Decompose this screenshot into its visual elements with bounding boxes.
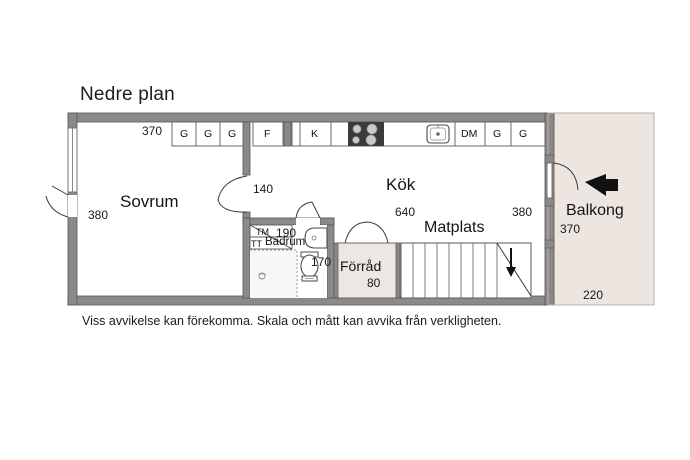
fridge-label: F [264, 128, 271, 140]
bathroom-door [295, 201, 321, 225]
toilet [300, 251, 319, 282]
balcony-door [544, 154, 579, 249]
dim-forrad-width: 80 [367, 276, 381, 290]
room-label-matplats: Matplats [424, 219, 485, 236]
fridge-unit [252, 121, 284, 147]
dim-badrum-width: 190 [276, 226, 297, 240]
bedroom-entry-door [45, 185, 77, 218]
cabinet-label-g1: G [180, 128, 189, 140]
entrance-arrow [585, 174, 618, 196]
freezer-label: K [311, 128, 319, 140]
bathroom-sink [304, 227, 328, 249]
room-label-kok: Kök [386, 175, 416, 194]
page-title: Nedre plan [80, 84, 175, 105]
dishwasher-label: DM [461, 128, 478, 140]
cabinet-label-g3: G [228, 128, 237, 140]
hall-door [217, 175, 248, 213]
dim-hall-width: 140 [253, 182, 274, 196]
dim-sovrum-top: 370 [142, 124, 163, 138]
kitchen-counter-run [291, 121, 546, 147]
staircase [400, 242, 532, 299]
washer-label: TM [256, 227, 269, 237]
dryer-label: TT [251, 239, 262, 249]
wall-nub-kitchen [283, 121, 292, 147]
room-label-sovrum: Sovrum [120, 192, 179, 211]
cabinet-run-left [171, 121, 245, 147]
cabinet-label-g5: G [519, 128, 528, 140]
dim-kok-right: 380 [512, 205, 533, 219]
shower-drain [258, 272, 266, 280]
stairs-down-arrow [506, 248, 516, 277]
bedroom-window [67, 127, 78, 193]
cabinet-label-g2: G [204, 128, 213, 140]
room-label-badrum: Badrum [265, 236, 306, 248]
cabinet-label-g4: G [493, 128, 502, 140]
balcony-glazing [546, 162, 553, 199]
dim-balkong-depth: 370 [560, 222, 581, 236]
storage-room [333, 221, 401, 299]
balcony-area [548, 113, 654, 305]
laundry-appliances [249, 224, 293, 250]
dim-kok-width: 640 [395, 205, 416, 219]
room-label-forrad: Förråd [340, 258, 382, 274]
dim-sovrum-left: 380 [88, 208, 109, 222]
dim-badrum-depth: 170 [311, 255, 332, 269]
dim-balkong-width: 220 [583, 288, 604, 302]
kitchen-sink [426, 124, 450, 144]
plan-disclaimer: Viss avvikelse kan förekomma. Skala och … [82, 314, 502, 328]
room-label-balkong: Balkong [566, 202, 624, 219]
